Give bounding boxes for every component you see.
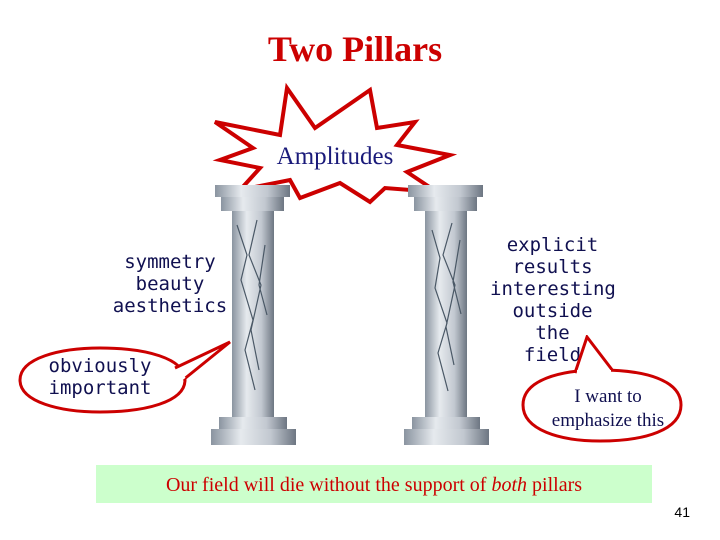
right-pillar-line: explicit xyxy=(506,234,599,256)
left-pillar-line: aesthetics xyxy=(112,295,228,317)
left-callout-line: obviously xyxy=(48,355,152,377)
burst-label: Amplitudes xyxy=(276,143,394,170)
left-callout-line: important xyxy=(48,377,152,399)
footer-text-before: Our field will die without the support o… xyxy=(165,474,492,496)
left-pillar-line: beauty xyxy=(135,273,205,295)
left-pillar-icon xyxy=(211,185,296,445)
footer-banner xyxy=(96,465,652,503)
left-callout-text: obviously important xyxy=(30,355,170,399)
right-pillar-line: interesting xyxy=(490,278,616,300)
slide-title: Two Pillars xyxy=(267,29,443,69)
right-callout-text: I want to emphasize this xyxy=(528,385,688,433)
left-pillar-text: symmetry beauty aesthetics xyxy=(100,251,240,317)
right-callout-line: I want to xyxy=(574,386,642,407)
page-number: 41 xyxy=(674,504,690,520)
left-pillar-line: symmetry xyxy=(124,251,216,273)
right-callout-bubble xyxy=(521,335,683,443)
right-pillar-icon xyxy=(404,185,489,445)
right-callout-line: emphasize this xyxy=(551,410,665,431)
footer-text-emphasis: both xyxy=(491,474,528,496)
right-pillar-line: outside the xyxy=(512,300,593,344)
right-pillar-line: results xyxy=(512,256,593,278)
footer-text-after: pillars xyxy=(527,474,583,496)
footer-text: Our field will die without the support o… xyxy=(96,474,652,497)
right-pillar-text: explicit results interesting outside the… xyxy=(490,234,616,366)
right-pillar-line: field xyxy=(523,344,582,366)
left-callout-bubble xyxy=(18,340,231,414)
